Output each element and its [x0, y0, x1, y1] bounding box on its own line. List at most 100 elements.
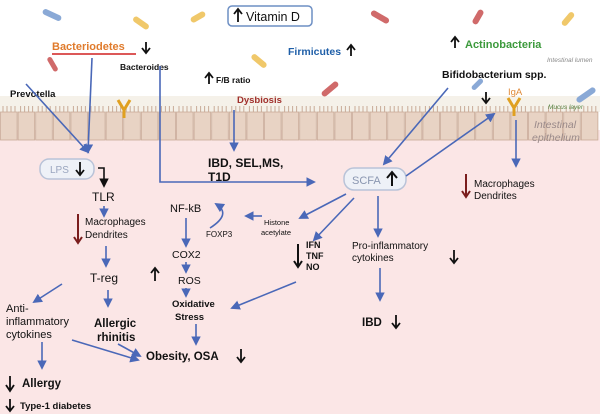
down-arrow-icon — [236, 349, 246, 364]
prevotella-label: Prevotella — [10, 89, 56, 100]
microvilli — [266, 106, 280, 112]
microvilli — [548, 106, 562, 112]
t1d-label: T1D — [208, 170, 231, 184]
microvilli — [477, 106, 491, 112]
microvilli — [565, 106, 579, 112]
epithelial-cell — [352, 111, 370, 141]
arrow-bacteroides-scfa — [159, 66, 316, 187]
microvilli — [389, 106, 403, 112]
microvilli — [178, 106, 192, 112]
epithelial-cell — [140, 111, 159, 141]
proinflammatory-label: Pro-inflammatory — [352, 241, 428, 252]
bacterium-shape — [576, 87, 596, 103]
epithelial-cell — [176, 111, 194, 141]
arrow-scfa-histone — [298, 193, 347, 219]
bacterium-shape — [472, 9, 484, 25]
bacteroides-label: Bacteroides — [120, 62, 169, 72]
intestinal-label: Intestinal — [534, 119, 577, 131]
macrophages-left-label: Macrophages — [85, 217, 146, 228]
microvilli — [284, 106, 298, 112]
up-arrow-icon — [450, 35, 460, 48]
epithelial-cell — [299, 111, 317, 141]
lps-label: LPS — [50, 165, 69, 176]
bacterium-shape — [133, 16, 149, 30]
microvilli — [372, 106, 386, 112]
up-arrow-icon — [233, 7, 243, 22]
down-arrow-icon — [461, 174, 471, 199]
dendrites-right-label: Dendrites — [474, 191, 517, 202]
down-arrow-icon — [391, 315, 401, 330]
arrow-foxp3-nfkb — [209, 202, 226, 229]
arrow-prevotella-lps — [25, 83, 90, 154]
microvilli — [460, 106, 474, 112]
dysbiosis-label: Dysbiosis — [237, 95, 282, 106]
microvilli — [160, 106, 174, 112]
microvilli — [2, 106, 16, 112]
stress-label: Stress — [175, 312, 204, 323]
arrow-ifn-oxidative — [230, 281, 297, 310]
nfkb-label: NF-kB — [170, 203, 201, 215]
epithelial-cell — [246, 111, 264, 141]
microvilli — [108, 106, 122, 112]
epithelium-cells — [0, 106, 599, 141]
down-arrow-icon — [449, 250, 459, 265]
bacterium-shape — [190, 11, 206, 23]
microvilli — [143, 106, 157, 112]
treg-label: T-reg — [90, 271, 118, 285]
down-arrow-icon — [293, 244, 303, 269]
microvilli — [20, 106, 34, 112]
epithelial-cell — [123, 111, 141, 141]
epithelium-label: epithelium — [532, 132, 580, 144]
up-arrow-icon — [150, 266, 160, 281]
tlr-label: TLR — [92, 190, 115, 204]
bacterium-shape — [251, 54, 267, 68]
epithelial-cell — [70, 111, 88, 141]
iga-label: IgA — [508, 87, 523, 98]
bacterium-shape — [561, 12, 575, 26]
cox2-label: COX2 — [172, 249, 201, 261]
histone-label: Histone — [264, 218, 289, 227]
epithelial-cell — [17, 111, 36, 141]
microvilli — [248, 106, 262, 112]
scfa-label: SCFA — [352, 175, 381, 187]
microvilli — [530, 106, 544, 112]
cytokines-left-label: cytokines — [6, 329, 52, 341]
bacteriodetes-label: Bacteriodetes — [52, 41, 125, 53]
epithelial-cell — [158, 111, 176, 141]
dendrites-left-label: Dendrites — [85, 230, 128, 241]
arrow-anti-obesity — [71, 339, 140, 363]
down-arrow-icon — [141, 42, 151, 55]
no-label: NO — [306, 262, 320, 272]
microvilli — [336, 106, 350, 112]
microvilli — [442, 106, 456, 112]
up-arrow-icon — [386, 170, 398, 186]
bacterium-shape — [370, 10, 390, 24]
obesity-label: Obesity, OSA — [146, 351, 219, 363]
mucus-layer-label: Mucus layer — [548, 104, 584, 111]
epithelial-cell — [228, 111, 247, 141]
epithelial-cell — [369, 111, 388, 141]
up-arrow-icon — [204, 71, 214, 84]
cytokines-label: cytokines — [352, 253, 394, 264]
microvilli — [72, 106, 86, 112]
tnf-label: TNF — [306, 251, 324, 261]
microvilli — [495, 106, 509, 112]
actinobacteria-label: Actinobacteria — [465, 39, 542, 51]
microvilli — [213, 106, 227, 112]
arrow-bifido-scfa — [382, 87, 449, 166]
microvilli — [319, 106, 333, 112]
antibody-icon — [116, 99, 132, 118]
down-arrow-icon — [5, 376, 15, 393]
microvilli — [37, 106, 51, 112]
arrow-treg-anti — [32, 283, 63, 304]
type1-diabetes-label: Type-1 diabetes — [20, 401, 91, 412]
foxp3-label: FOXP3 — [206, 230, 233, 239]
epithelial-cell — [264, 111, 282, 141]
acetylate-label: acetylate — [261, 228, 291, 237]
bacterium-shape — [471, 78, 484, 91]
bacterium-shape — [321, 81, 339, 97]
epithelial-cell — [545, 111, 564, 141]
microvilli — [301, 106, 315, 112]
epithelial-cell — [35, 111, 53, 141]
